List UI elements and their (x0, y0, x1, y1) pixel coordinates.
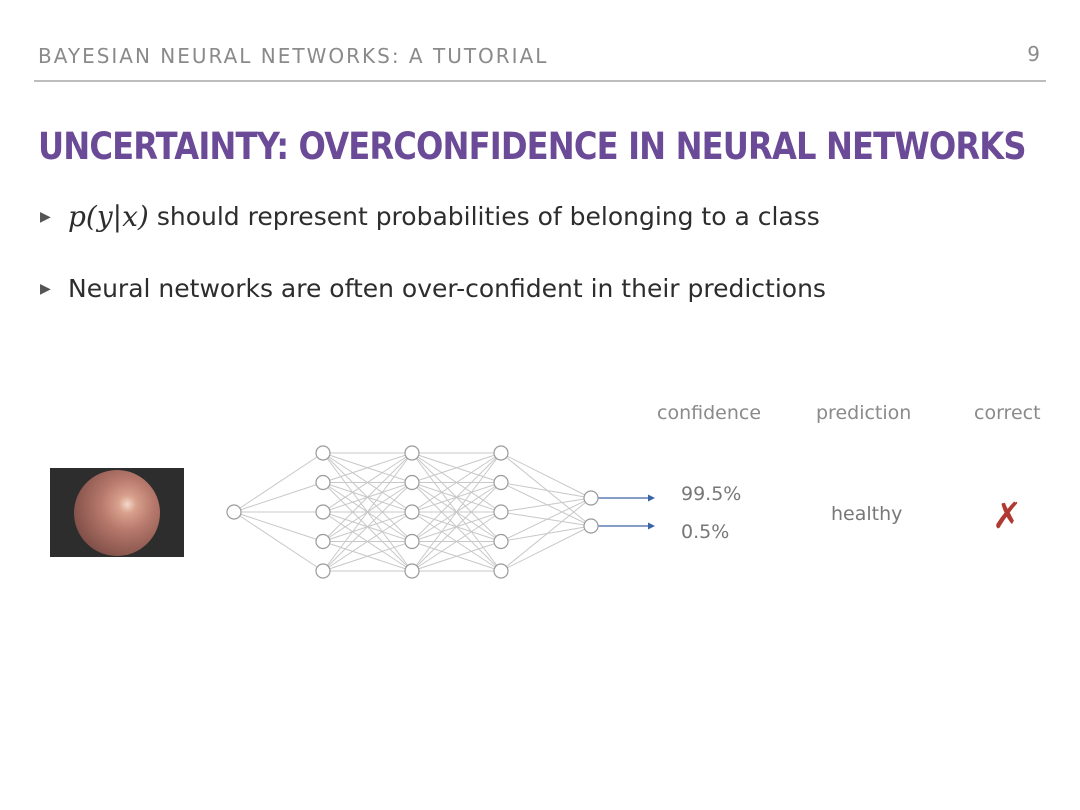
network-node (404, 445, 420, 461)
network-edge (411, 452, 502, 513)
column-header-correct: correct (974, 402, 1041, 424)
network-edge (322, 482, 413, 572)
network-node (404, 504, 420, 520)
network-node (315, 533, 331, 550)
header-title: BAYESIAN NEURAL NETWORKS: A TUTORIAL (38, 44, 549, 68)
bullet-text: Neural networks are often over-confident… (68, 274, 826, 303)
network-edge (322, 541, 413, 572)
incorrect-cross-icon: ✗ (992, 496, 1023, 537)
network-edge (233, 452, 324, 513)
bullet-item: ▶ Neural networks are often over-confide… (40, 274, 826, 303)
network-edge (322, 452, 413, 483)
network-edge (500, 482, 592, 499)
network-node (315, 445, 331, 461)
network-edge (500, 525, 592, 572)
network-node (583, 490, 599, 506)
network-edge (500, 452, 592, 499)
network-edge (322, 452, 413, 542)
math-expression: p(y|x) (68, 200, 149, 233)
bullet-triangle-icon: ▶ (40, 280, 51, 297)
network-node (493, 474, 509, 491)
network-edge (411, 511, 502, 572)
network-node (493, 445, 509, 461)
column-header-prediction: prediction (816, 402, 912, 424)
network-edge (322, 511, 413, 572)
network-node (315, 563, 331, 579)
network-edge (500, 482, 592, 527)
network-edge (233, 482, 324, 513)
bullet-text: should represent probabilities of belong… (156, 202, 820, 231)
output-arrowhead (648, 494, 655, 502)
network-node (493, 563, 509, 579)
network-edge (500, 511, 592, 527)
column-header-confidence: confidence (657, 402, 762, 424)
network-node (493, 504, 509, 520)
bullet-triangle-icon: ▶ (40, 208, 51, 225)
header-divider (34, 80, 1046, 82)
network-edge (500, 497, 592, 542)
network-edge (411, 452, 502, 542)
network-edge (500, 525, 592, 542)
network-node (226, 504, 242, 520)
network-node (404, 533, 420, 550)
network-node (315, 504, 331, 520)
output-arrowhead (648, 522, 655, 530)
bullet-item: ▶ p(y|x) should represent probabilities … (40, 200, 820, 233)
network-edge (322, 452, 413, 513)
network-edge (411, 452, 502, 483)
network-edge (411, 482, 502, 572)
network-node (583, 518, 599, 534)
slide-title: UNCERTAINTY: OVERCONFIDENCE IN NEURAL NE… (38, 125, 1027, 168)
page-number: 9 (1027, 42, 1040, 66)
network-edge (500, 497, 592, 572)
network-edge (411, 541, 502, 572)
fundus-photo (74, 470, 160, 556)
network-node (315, 474, 331, 491)
network-edge (233, 511, 324, 572)
network-node (404, 474, 420, 491)
confidence-value-healthy: 99.5% (681, 483, 742, 505)
confidence-value-other: 0.5% (681, 521, 730, 543)
network-node (404, 563, 420, 579)
network-edge (500, 497, 592, 513)
network-edge (500, 452, 592, 527)
network-node (493, 533, 509, 550)
network-edge (411, 452, 502, 572)
prediction-value: healthy (831, 503, 903, 525)
network-edge (322, 452, 413, 572)
network-edge (233, 511, 324, 542)
retina-image (50, 468, 184, 557)
